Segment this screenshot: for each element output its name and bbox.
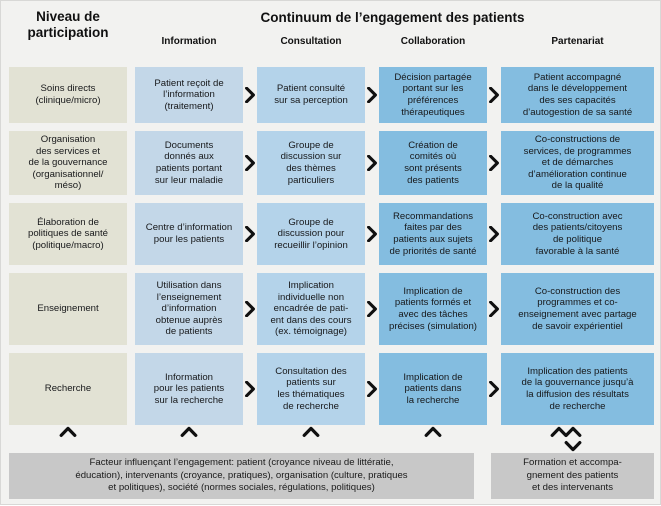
separator-chevron-right-icon [365,353,379,425]
footer-influencing-factors: Facteur influençant l’engagement: patien… [9,453,474,499]
separator-chevron-right-icon [487,131,501,195]
separator-chevron-right-icon [365,273,379,345]
column-header-collaboration: Collaboration [400,36,466,47]
column-header-information: Information [161,36,217,47]
separator-chevron-right-icon [487,353,501,425]
cell-level-row4: Enseignement [9,273,127,345]
separator-chevron-right-icon [365,131,379,195]
separator-chevron-right-icon [365,67,379,123]
left-column-title-line1: Niveau de [36,9,100,24]
column-header-consultation: Consultation [280,36,342,47]
left-column-title: Niveau de participation [9,9,127,40]
separator-chevron-right-icon [243,353,257,425]
chevron-up-icon-collaboration [423,425,443,441]
separator-chevron-right-icon [487,203,501,265]
cell-text: Recherche [44,383,92,395]
cell-level-row5: Recherche [9,353,127,425]
main-title: Continuum de l’engagement des patients [260,10,525,25]
cell-text: Soins directs(clinique/micro) [35,83,101,106]
separator-chevron-right-icon [365,203,379,265]
column-header-partenariat: Partenariat [551,36,604,47]
chevron-up-icon-level [58,425,78,441]
chevron-up-icon-information [179,425,199,441]
separator-chevron-right-icon [487,273,501,345]
chevron-up-icon-consultation [301,425,321,441]
chevron-down-icon-training [563,439,583,455]
separator-chevron-right-icon [243,131,257,195]
cell-level-row1: Soins directs(clinique/micro) [9,67,127,123]
chevron-up-icon-partenariat [549,425,569,441]
arrow-row [1,425,661,452]
separator-chevron-right-icon [243,273,257,345]
figure-header: Niveau de participation Continuum de l’e… [1,1,661,61]
column-headers: Information Consultation Collaboration Part… [131,36,654,52]
separator-chevron-right-icon [243,67,257,123]
footer-training-support-text: Formation et accompa-gnement des patient… [523,457,622,494]
footer-training-support: Formation et accompa-gnement des patient… [491,453,654,499]
left-column-title-line2: participation [27,24,109,40]
separator-chevron-right-icon [487,67,501,123]
footer-influencing-factors-text: Facteur influençant l’engagement: patien… [75,457,408,494]
cell-text: Enseignement [37,303,99,315]
separator-chevron-right-icon [243,203,257,265]
chevron-up-icon-training [563,425,583,441]
